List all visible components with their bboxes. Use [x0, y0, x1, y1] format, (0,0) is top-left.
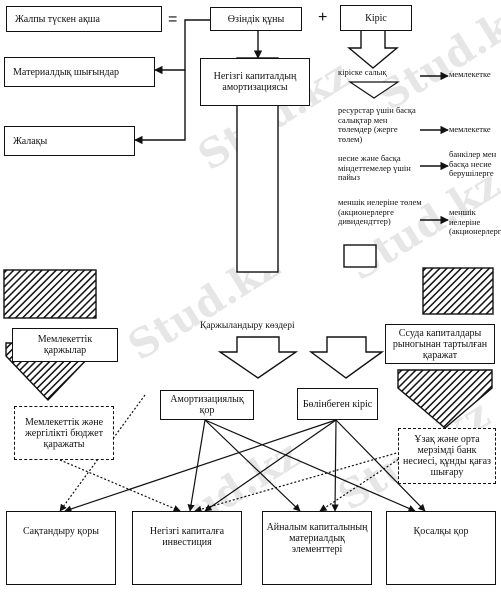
recipient-banks: банкілер мен басқа несие берушілерге — [449, 149, 497, 178]
arrow-cost-to-salary — [134, 70, 186, 145]
depreciation-box: Негізгі капиталдың амортизациясы — [200, 58, 310, 106]
retained-profit-box: Бөлінбеген кіріс — [297, 388, 378, 420]
reserve-fund-box: Қосалқы қор — [386, 511, 496, 585]
income-tax-label: кіріске салық — [338, 67, 387, 77]
income-tax-hollow-arrow — [348, 81, 400, 99]
profit-box: Кіріс — [340, 5, 412, 31]
material-costs-box: Материалдық шығындар — [4, 57, 155, 87]
salary-box: Жалақы — [4, 126, 135, 156]
financing-sources-title: Қаржыландыру көздері — [200, 321, 295, 331]
hollow-arrow-profit — [308, 336, 385, 379]
fixed-investment-box: Негізгі капиталға инвестиция — [132, 511, 242, 585]
interest-label: несие және басқа міндеттемелер үшін пайы… — [338, 153, 411, 182]
dash-bank-investment — [194, 451, 401, 513]
state-funds-box: Мемлекеттік қаржылар — [12, 328, 118, 362]
line-profit-insurance — [64, 419, 337, 513]
state-budget-box: Мемлекеттік және жергілікті бюджет қараж… — [14, 406, 114, 460]
recipient-owners: меншік иелеріне (акционерлерге) — [449, 207, 501, 236]
bank-credit-box: Ұзақ және орта мерзімді банк несиесі, құ… — [398, 428, 496, 484]
owners-payment-label: меншік иелеріне төлем (акционерлерге див… — [338, 197, 422, 226]
profit-hollow-arrow — [347, 29, 399, 69]
recipient-state-2: мемлекетке — [449, 124, 491, 134]
line-depfund-working — [204, 419, 301, 512]
state-hatched-block — [3, 269, 97, 319]
line-depfund-reserve — [204, 419, 416, 512]
insurance-fund-box: Сақтандыру қоры — [6, 511, 116, 585]
own-cost-box: Өзіндік құны — [210, 7, 302, 31]
hollow-arrow-depreciation — [217, 336, 299, 379]
dash-bank-working — [319, 454, 406, 512]
loan-market-box: Ссуда капиталдары рыногынан тартылған қа… — [385, 324, 495, 364]
retained-remainder-box — [343, 244, 377, 268]
resource-payments-label: ресурстар үшін басқа салықтар мен төлемд… — [338, 105, 416, 144]
line-profit-working — [331, 419, 339, 512]
depreciation-fund-box: Амортизациялық қор — [160, 390, 254, 420]
line-depfund-investment — [187, 419, 206, 512]
equals-sign: = — [168, 11, 178, 28]
hatched-arrow-loan — [397, 369, 493, 429]
dash-budget-investment — [59, 459, 181, 512]
loan-hatched-block — [422, 267, 494, 315]
plus-sign: + — [318, 9, 328, 26]
arrow-cost-to-materials — [154, 19, 210, 75]
line-profit-reserve — [335, 419, 426, 512]
recipient-state-1: мемлекетке — [449, 69, 491, 79]
working-capital-box: Айналым капиталының материалдық элементт… — [262, 511, 372, 585]
line-profit-investment — [204, 419, 337, 512]
gross-income-box: Жалпы түскен ақша — [6, 6, 162, 32]
